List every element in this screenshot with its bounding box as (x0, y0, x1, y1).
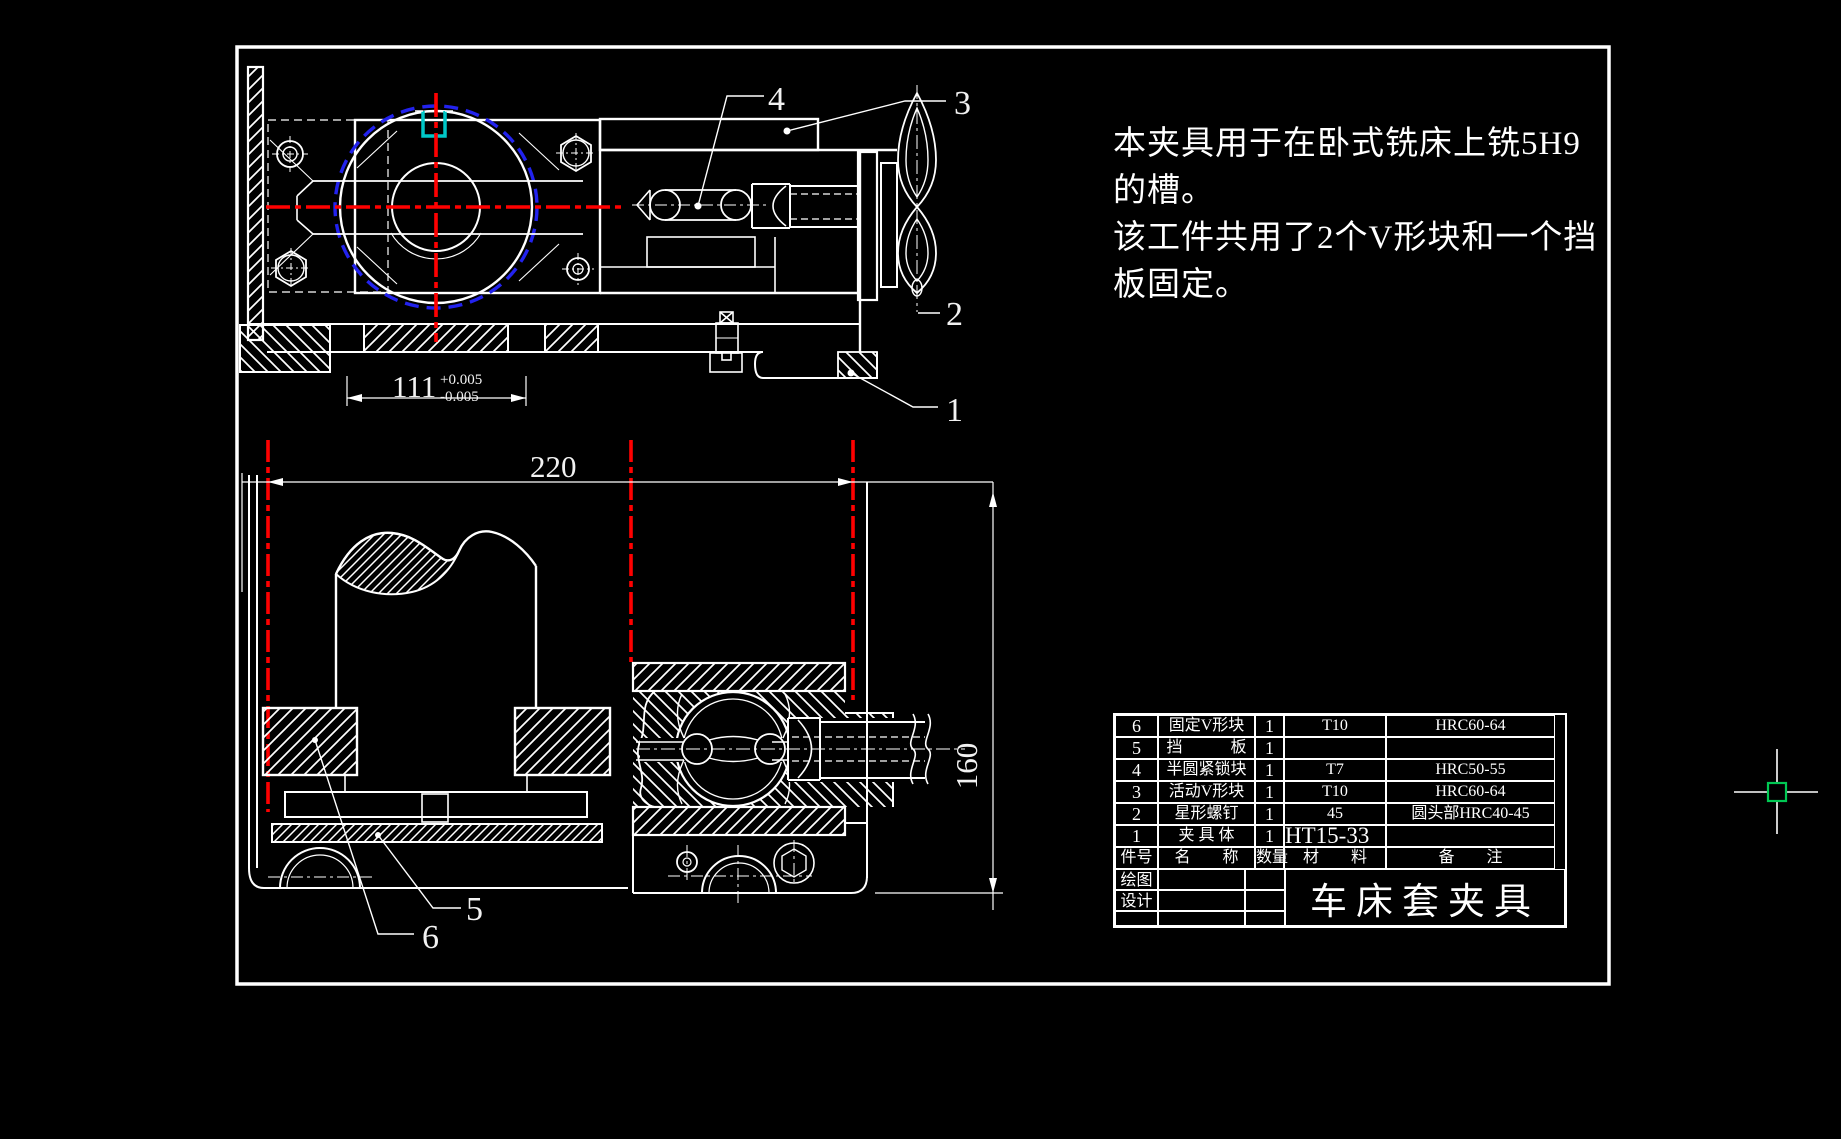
cad-crosshair-cursor (1734, 749, 1818, 834)
dim-160-value: 160 (949, 743, 984, 790)
bolt-bottom-left (271, 248, 311, 288)
side-section-view (241, 440, 993, 903)
bom-header-remark: 备 注 (1386, 847, 1555, 869)
bom-cell-qty: 1 (1255, 803, 1284, 825)
bom-cell-qty: 1 (1255, 759, 1284, 781)
bom-cell-name: 活动V形块 (1158, 781, 1255, 803)
locking-pin (632, 189, 768, 221)
titleblock-empty-cell (1158, 911, 1245, 926)
bom-cell-qty: 1 (1255, 715, 1284, 737)
bom-table: 6 固定V形块 1 T10 HRC60-64 5 挡 板 1 4 半圆紧锁块 1… (1113, 713, 1567, 928)
bom-cell-name: 挡 板 (1158, 737, 1255, 759)
titleblock-empty-cell (1158, 890, 1245, 911)
bom-cell-remark: HRC60-64 (1386, 715, 1555, 737)
base-block-right (632, 482, 868, 903)
bolt-top-left (272, 136, 308, 172)
dim-111: 111 +0.005 -0.005 (346, 369, 527, 406)
bom-cell-qty: 1 (1255, 781, 1284, 803)
dim-160 (875, 482, 1003, 910)
movable-vblock-housing (598, 117, 898, 352)
base-plates (271, 775, 603, 843)
sheet-border-frame (235, 45, 1611, 986)
bom-cell-material: HT15-33 (1284, 824, 1386, 847)
bom-cell-material: T10 (1284, 781, 1386, 803)
bom-cell-material: 45 (1284, 803, 1386, 825)
part-leaders (312, 95, 946, 935)
titleblock-empty-cell (1245, 911, 1285, 926)
titleblock-design-label: 设计 (1115, 890, 1158, 911)
bom-cell-no: 2 (1115, 803, 1158, 825)
bom-cell-name: 半圆紧锁块 (1158, 759, 1255, 781)
bolt-top-right (556, 133, 596, 173)
star-knob (897, 85, 937, 312)
bom-header-material: 材 料 (1284, 847, 1386, 869)
bom-header-qty: 数量 (1255, 847, 1288, 869)
bom-cell-name: 星形螺钉 (1158, 803, 1255, 825)
part-label-1: 1 (946, 392, 963, 429)
centerlines-front (266, 93, 624, 342)
part-label-3: 3 (954, 85, 971, 122)
front-view (239, 65, 937, 379)
part-label-4: 4 (768, 81, 785, 118)
annotation-notes: 本夹具用于在卧式铣床上铣5H9 的槽。 该工件共用了2个V形块和一个挡 板固定。 (1113, 121, 1598, 309)
bom-cell-no: 3 (1115, 781, 1158, 803)
pickbox (1766, 781, 1788, 803)
bom-header-no: 件号 (1115, 847, 1158, 869)
part-label-2: 2 (946, 296, 963, 333)
titleblock-draw-label: 绘图 (1115, 869, 1158, 890)
titleblock-empty-cell (1245, 890, 1285, 911)
title-block: 绘图 车床套夹具 设计 (1115, 869, 1565, 926)
clamp-screw (751, 183, 858, 229)
part-label-5: 5 (466, 891, 483, 928)
titleblock-empty-cell (1115, 911, 1158, 926)
stop-plate-edge (246, 65, 265, 342)
note-line: 该工件共用了2个V形块和一个挡 (1113, 220, 1598, 256)
section-stack (631, 661, 965, 837)
bom-cell-no: 1 (1115, 825, 1158, 847)
bom-cell-no: 4 (1115, 759, 1158, 781)
note-line: 本夹具用于在卧式铣床上铣5H9 (1113, 126, 1581, 162)
bom-cell-no: 5 (1115, 737, 1158, 759)
dim-111-tol-minus: -0.005 (440, 389, 479, 405)
titleblock-empty-cell (1245, 869, 1285, 890)
bom-cell-no: 6 (1115, 715, 1158, 737)
note-line: 的槽。 (1113, 173, 1215, 209)
titleblock-empty-cell (1158, 869, 1245, 890)
base-arch-left (268, 847, 374, 889)
bom-cell-material (1284, 737, 1386, 759)
fixed-vblock-right (513, 706, 612, 777)
front-view-base (239, 323, 878, 379)
bom-cell-material: T10 (1284, 715, 1386, 737)
bom-cell-qty: 1 (1255, 737, 1284, 759)
bom-cell-material: T7 (1284, 759, 1386, 781)
note-line: 板固定。 (1113, 267, 1249, 303)
bom-cell-name: 固定V形块 (1158, 715, 1255, 737)
milled-slot-5h9 (421, 111, 447, 138)
fixed-vblock-left (261, 706, 359, 777)
bom-rows: 6 固定V形块 1 T10 HRC60-64 5 挡 板 1 4 半圆紧锁块 1… (1115, 715, 1565, 869)
bom-cell-remark (1386, 737, 1555, 759)
bom-cell-remark: HRC60-64 (1386, 781, 1555, 803)
bolt-bottom-right (562, 253, 594, 285)
dim-111-tol-plus: +0.005 (440, 372, 482, 388)
bom-cell-remark: 圆头部HRC40-45 (1386, 803, 1555, 825)
workpiece-break-outline (334, 530, 538, 708)
bom-cell-remark: HRC50-55 (1386, 759, 1555, 781)
spring-plunger (709, 311, 743, 373)
drawing-title: 车床套夹具 (1285, 869, 1565, 926)
dim-220-value: 220 (530, 449, 577, 484)
dim-111-value: 111 (392, 369, 436, 404)
bom-cell-remark (1386, 825, 1555, 847)
part-label-6: 6 (422, 919, 439, 956)
bom-header-name: 名 称 (1158, 847, 1255, 869)
bom-cell-qty: 1 (1255, 825, 1284, 847)
bom-cell-name: 夹 具 体 (1158, 825, 1255, 847)
part-labels: 1 2 3 4 5 6 (422, 81, 971, 956)
